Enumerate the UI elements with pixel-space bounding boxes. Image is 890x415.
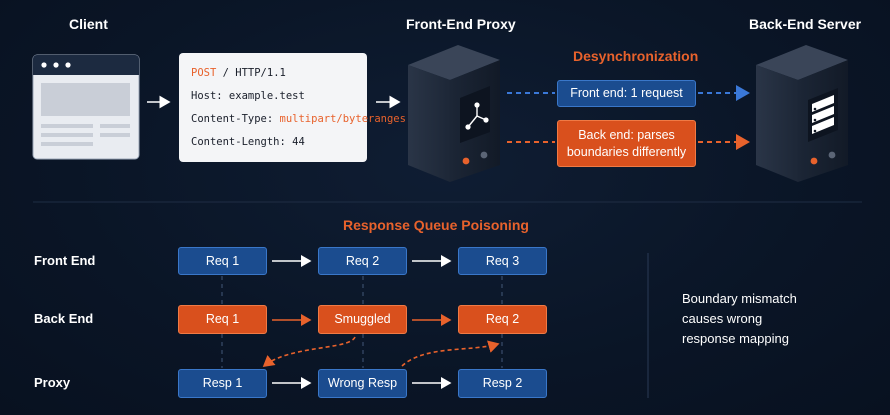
note-line-2: causes wrong <box>682 311 763 326</box>
back-end-req-2: Req 2 <box>458 305 547 334</box>
content-type-name: Content-Type: <box>191 113 280 125</box>
request-line: POST / HTTP/1.1 <box>191 67 286 79</box>
row-label-front-end: Front End <box>34 253 96 268</box>
back-end-note-line-2: boundaries differently <box>566 144 687 159</box>
host-header: Host: example.test <box>191 90 305 102</box>
content-type-header: Content-Type: multipart/byteranges <box>191 113 406 125</box>
front-end-req-2: Req 2 <box>318 247 407 275</box>
back-end-smuggled: Smuggled <box>318 305 407 334</box>
front-end-note-badge: Front end: 1 request <box>557 80 696 107</box>
proxy-resp-1: Resp 1 <box>178 369 267 398</box>
note-line-3: response mapping <box>682 331 789 346</box>
desync-title: Desynchronization <box>573 48 699 64</box>
mismap-arrow-2 <box>401 340 500 367</box>
content-length-header: Content-Length: 44 <box>191 136 305 148</box>
http-request-card: POST / HTTP/1.1 Host: example.test Conte… <box>179 53 406 162</box>
proxy-resp-2: Resp 2 <box>458 369 547 398</box>
proxy-server-icon <box>408 45 500 182</box>
back-end-note-line-1: Back end: parses <box>578 127 675 142</box>
mismatch-note: Boundary mismatch causes wrong response … <box>682 289 797 349</box>
row-label-back-end: Back End <box>34 311 94 326</box>
back-end-req-1: Req 1 <box>178 305 267 334</box>
proxy-label: Front-End Proxy <box>406 16 516 32</box>
client-label: Client <box>69 16 108 32</box>
browser-window-icon <box>32 54 140 160</box>
http-method: POST <box>191 67 217 79</box>
queue-title: Response Queue Poisoning <box>343 217 529 233</box>
content-type-value: multipart/byteranges <box>279 113 406 125</box>
row-label-proxy: Proxy <box>34 375 71 390</box>
front-end-req-1: Req 1 <box>178 247 267 275</box>
back-end-note-badge: Back end: parses boundaries differently <box>557 120 696 167</box>
column-connectors <box>221 276 503 368</box>
request-target: / HTTP/1.1 <box>216 67 286 79</box>
proxy-wrong-resp: Wrong Resp <box>318 369 407 398</box>
server-label: Back-End Server <box>749 16 862 32</box>
backend-server-icon <box>756 45 848 182</box>
note-line-1: Boundary mismatch <box>682 291 797 306</box>
front-end-req-3: Req 3 <box>458 247 547 275</box>
mismap-arrow-1 <box>262 336 356 368</box>
